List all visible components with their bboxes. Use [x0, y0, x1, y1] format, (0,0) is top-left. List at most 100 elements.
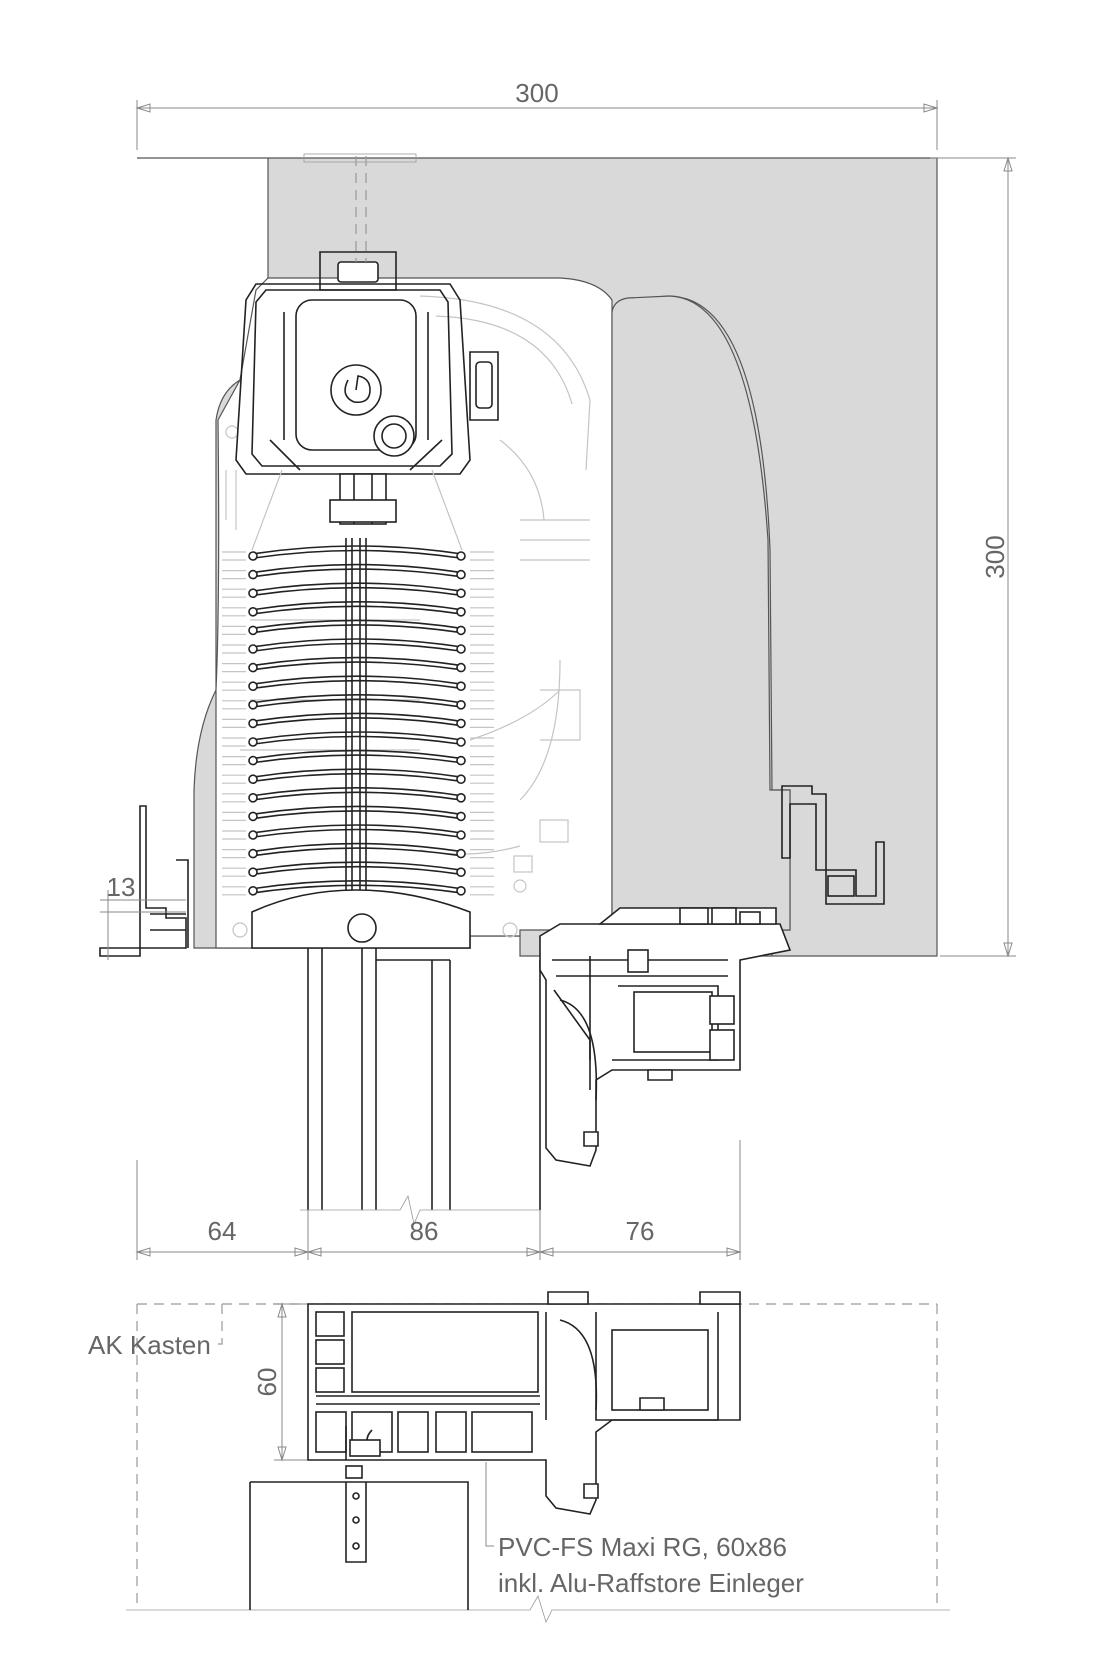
- slat-end-left: [248, 662, 258, 673]
- ghost-slat-stub: [222, 700, 494, 710]
- ghost-slat-stub: [222, 811, 494, 821]
- drive-coupling: [329, 473, 397, 525]
- slat-end-right: [456, 792, 466, 803]
- slat-end-left: [248, 681, 258, 692]
- ghost-slat-stub: [222, 886, 494, 896]
- slat-end-left: [248, 569, 258, 580]
- slat-end-right: [456, 718, 466, 729]
- left-wall-profile: [99, 805, 187, 957]
- slat-end-left: [248, 606, 258, 617]
- dim-top-width: 300: [135, 78, 939, 150]
- slat-end-left: [248, 755, 258, 766]
- ghost-slat-stub: [222, 737, 494, 747]
- ghost-slat-stub: [222, 849, 494, 859]
- top-plate: [303, 153, 417, 163]
- slat-end-right: [456, 774, 466, 785]
- profile-leader: [485, 1462, 494, 1547]
- slat-end-right: [456, 551, 466, 561]
- right-rail-block: [827, 875, 855, 897]
- slat-ladder-band: [345, 538, 367, 902]
- dim-left-offset: 13: [100, 872, 186, 960]
- slat: [251, 638, 463, 652]
- dim-right-height: 300: [930, 156, 1016, 958]
- dim-right-height-label: 300: [980, 535, 1010, 578]
- hanger-bolt: [355, 156, 367, 262]
- right-end-rail: [825, 841, 885, 905]
- slat: [251, 824, 463, 838]
- slat: [251, 842, 463, 857]
- dim-bottom-middle-label: 86: [410, 1216, 439, 1246]
- slat-end-left: [248, 885, 258, 896]
- right-arc-face: [611, 295, 791, 931]
- slat-end-left: [248, 699, 258, 710]
- motor-axis-symbol: [330, 364, 415, 457]
- slat-end-right: [456, 885, 466, 896]
- ghost-slat-stub: [222, 793, 494, 803]
- left-inner-rail: [150, 859, 189, 948]
- ghost-slat-stub: [222, 681, 494, 691]
- box-label: AK Kasten: [88, 1330, 211, 1360]
- ghost-slat-stub: [222, 551, 494, 561]
- slat-end-right: [456, 737, 466, 747]
- slat: [251, 805, 463, 820]
- ghost-slat-stub: [222, 588, 494, 598]
- slat-end-right: [456, 699, 466, 710]
- right-guide-profile: [781, 785, 827, 871]
- slat-end-right: [456, 625, 466, 636]
- slat: [251, 749, 463, 764]
- ghost-slat-stub: [222, 644, 494, 654]
- ghost-slat-stub: [222, 607, 494, 617]
- slat-end-left: [248, 718, 258, 729]
- slat: [251, 545, 463, 559]
- guide-rail: [300, 948, 541, 1226]
- dim-top-width-label: 300: [515, 78, 558, 108]
- ghost-slat-stub: [222, 663, 494, 673]
- slat: [251, 731, 463, 745]
- section-outline: [126, 1303, 950, 1624]
- dim-section-height-label: 60: [252, 1368, 282, 1397]
- slat: [251, 563, 463, 578]
- slat-end-left: [248, 792, 258, 803]
- slat-end-right: [456, 569, 466, 580]
- slat-end-left: [248, 811, 258, 822]
- dim-left-offset-label: 13: [107, 872, 136, 902]
- slat: [251, 768, 463, 782]
- slat: [251, 656, 463, 671]
- dim-bottom-right-label: 76: [626, 1216, 655, 1246]
- ghost-slat-stub: [222, 756, 494, 766]
- slat: [251, 582, 463, 596]
- ghost-slat-stub: [222, 867, 494, 877]
- slat: [251, 880, 463, 894]
- slat: [251, 619, 463, 634]
- bottom-rail: [251, 889, 471, 949]
- section-profile: [307, 1291, 741, 1515]
- slat-end-left: [248, 588, 258, 599]
- dim-bottom-left-label: 64: [208, 1216, 237, 1246]
- profile-label-line2: inkl. Alu-Raffstore Einleger: [498, 1568, 804, 1598]
- slat-stack: [222, 469, 494, 902]
- slat: [251, 601, 463, 615]
- section-lower-block: [249, 1465, 469, 1610]
- ghost-slat-stub: [222, 570, 494, 580]
- lift-cords: [251, 469, 463, 551]
- slat: [251, 675, 463, 689]
- ghost-slat-stub: [222, 774, 494, 784]
- slat: [251, 787, 463, 801]
- slat-end-right: [456, 811, 466, 822]
- slat-end-right: [456, 644, 466, 654]
- slat-end-right: [456, 755, 466, 766]
- slat: [251, 861, 463, 875]
- profile-label-line1: PVC-FS Maxi RG, 60x86: [498, 1532, 787, 1562]
- slat-end-right: [456, 662, 466, 673]
- dim-bottom-chain: 64 86 76: [135, 1140, 742, 1260]
- slat-end-left: [248, 551, 258, 561]
- slat-end-left: [248, 848, 258, 859]
- dim-section-height: 60: [252, 1302, 308, 1462]
- ghost-slat-stub: [222, 718, 494, 728]
- slat-end-right: [456, 848, 466, 859]
- slat: [251, 712, 463, 727]
- ghost-slat-stub: [222, 830, 494, 840]
- slat: [251, 694, 463, 708]
- ghost-slat-stub: [222, 625, 494, 635]
